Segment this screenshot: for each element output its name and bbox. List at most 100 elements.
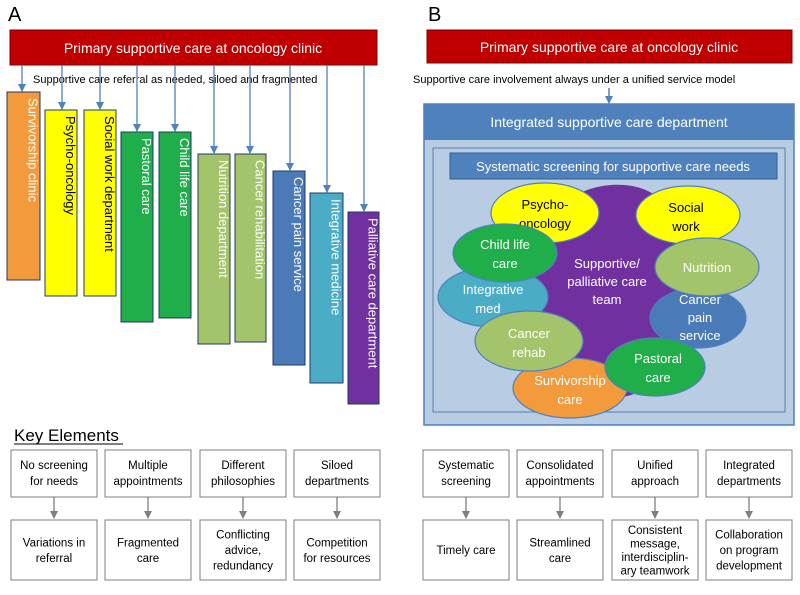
key-element-bottom-text: ary teamwork bbox=[620, 565, 689, 577]
service-bar-rect bbox=[120, 131, 154, 323]
key-element-bottom-text: Timely care bbox=[437, 545, 496, 557]
team-pastoral-line-1: Pastoral bbox=[634, 351, 682, 366]
key-element-pair: DifferentphilosophiesConflictingadvice,r… bbox=[199, 449, 287, 581]
service-bar-rect bbox=[234, 153, 267, 343]
team-social-work-line-1: Social bbox=[668, 200, 704, 215]
service-bar-rect bbox=[272, 170, 306, 366]
key-element-top-text: Systematic bbox=[438, 460, 494, 472]
service-bar-label: Child life care bbox=[177, 138, 192, 217]
service-bar-label: Survivorship clinic bbox=[26, 98, 41, 203]
service-bar-label: Pastoral care bbox=[139, 138, 154, 215]
key-element-bottom-text: Collaboration bbox=[715, 530, 783, 542]
service-bar: Nutrition department bbox=[197, 153, 231, 345]
service-bar: Psycho-oncology bbox=[44, 109, 78, 297]
key-element-bottom-box bbox=[293, 519, 381, 581]
team-nutrition-line-1: Nutrition bbox=[683, 260, 731, 275]
service-bar-rect bbox=[197, 153, 231, 345]
key-element-top-text: Different bbox=[221, 460, 265, 472]
team-survivorship-line-1: Survivorship bbox=[534, 373, 606, 388]
service-bar: Cancer pain service bbox=[272, 170, 306, 366]
key-element-top-text: appointments bbox=[113, 476, 182, 488]
service-bar-rect bbox=[44, 109, 78, 297]
team-social-work bbox=[635, 185, 741, 245]
key-element-bottom-text: Conflicting bbox=[216, 530, 270, 542]
team-cancer-rehab bbox=[474, 310, 584, 372]
panel-b-label: B bbox=[428, 4, 441, 26]
service-bar-rect bbox=[347, 211, 380, 405]
panel-a-label: A bbox=[8, 4, 22, 26]
key-element-bottom-text: Streamlined bbox=[529, 537, 590, 549]
panel-b-header-text: Primary supportive care at oncology clin… bbox=[480, 39, 738, 55]
panel-b-header: Primary supportive care at oncology clin… bbox=[426, 29, 793, 64]
service-bar-rect bbox=[83, 109, 117, 297]
service-bar-label: Social work department bbox=[102, 116, 117, 252]
key-element-top-box bbox=[516, 449, 604, 498]
key-element-top-text: Multiple bbox=[128, 460, 168, 472]
team-child-life bbox=[452, 223, 558, 283]
key-element-top-box bbox=[293, 449, 381, 498]
service-bar-label: Palliative care department bbox=[366, 218, 381, 369]
key-element-top-box bbox=[705, 449, 793, 498]
key-element-bottom-text: interdisciplin- bbox=[621, 552, 688, 564]
key-element-bottom-box bbox=[705, 519, 793, 581]
key-element-bottom-text: Variations in bbox=[23, 537, 85, 549]
key-element-bottom-text: redundancy bbox=[213, 561, 273, 573]
key-element-bottom-text: care bbox=[549, 553, 571, 565]
service-bar-label: Psycho-oncology bbox=[63, 116, 78, 215]
team-psycho-oncology-line-2: oncology bbox=[519, 216, 572, 231]
key-element-bottom-box bbox=[611, 519, 699, 581]
center-team-line-3: team bbox=[593, 292, 622, 307]
team-survivorship-line-2: care bbox=[557, 392, 582, 407]
service-bar: Cancer rehabilitation bbox=[234, 153, 268, 343]
key-element-bottom-text: for resources bbox=[303, 553, 370, 565]
screening-title: Systematic screening for supportive care… bbox=[476, 159, 750, 174]
panel-a-arrows bbox=[18, 65, 368, 212]
key-element-top-text: philosophies bbox=[211, 476, 275, 488]
key-element-top-text: Integrated bbox=[723, 460, 775, 472]
team-cancer-rehab-line-1: Cancer bbox=[508, 326, 551, 341]
service-bar: Survivorship clinic bbox=[6, 91, 41, 281]
team-pastoral bbox=[604, 337, 706, 397]
key-element-bottom-text: Consistent bbox=[628, 525, 683, 537]
key-element-bottom-box bbox=[199, 519, 287, 581]
team-cluster: Supportive/ palliative care team Survivo… bbox=[437, 182, 760, 419]
key-element-bottom-text: message, bbox=[630, 538, 680, 550]
center-team-line-1: Supportive/ bbox=[574, 256, 640, 271]
team-cancer-rehab-line-2: rehab bbox=[512, 345, 545, 360]
key-element-bottom-box bbox=[10, 519, 98, 581]
panel-a-header-text: Primary supportive care at oncology clin… bbox=[64, 40, 322, 56]
team-social-work-line-2: work bbox=[671, 219, 700, 234]
key-element-top-box bbox=[10, 449, 98, 498]
key-element-bottom-text: Fragmented bbox=[117, 537, 179, 549]
service-bar-label: Cancer pain service bbox=[291, 177, 306, 292]
center-team-line-2: palliative care bbox=[567, 274, 647, 289]
team-psycho-oncology-line-1: Psycho- bbox=[522, 197, 569, 212]
key-element-bottom-box bbox=[104, 519, 192, 581]
integrated-department-title: Integrated supportive care department bbox=[490, 114, 727, 130]
key-element-top-text: approach bbox=[631, 476, 679, 488]
team-child-life-line-1: Child life bbox=[480, 237, 530, 252]
key-element-top-text: No screening bbox=[20, 460, 88, 472]
key-element-top-text: departments bbox=[717, 476, 781, 488]
team-child-life-line-2: care bbox=[492, 256, 517, 271]
key-element-top-text: for needs bbox=[30, 476, 78, 488]
service-bar: Pastoral care bbox=[120, 131, 154, 323]
key-element-top-text: Unified bbox=[637, 460, 673, 472]
key-element-bottom-text: Competition bbox=[306, 537, 367, 549]
key-element-bottom-text: care bbox=[137, 553, 159, 565]
key-element-bottom-text: on program bbox=[720, 545, 779, 557]
key-element-top-box bbox=[611, 449, 699, 498]
service-bar: Child life care bbox=[158, 131, 192, 319]
key-element-bottom-text: referral bbox=[36, 553, 72, 565]
key-element-top-text: Siloed bbox=[321, 460, 353, 472]
panel-b-note: Supportive care involvement always under… bbox=[413, 74, 735, 86]
